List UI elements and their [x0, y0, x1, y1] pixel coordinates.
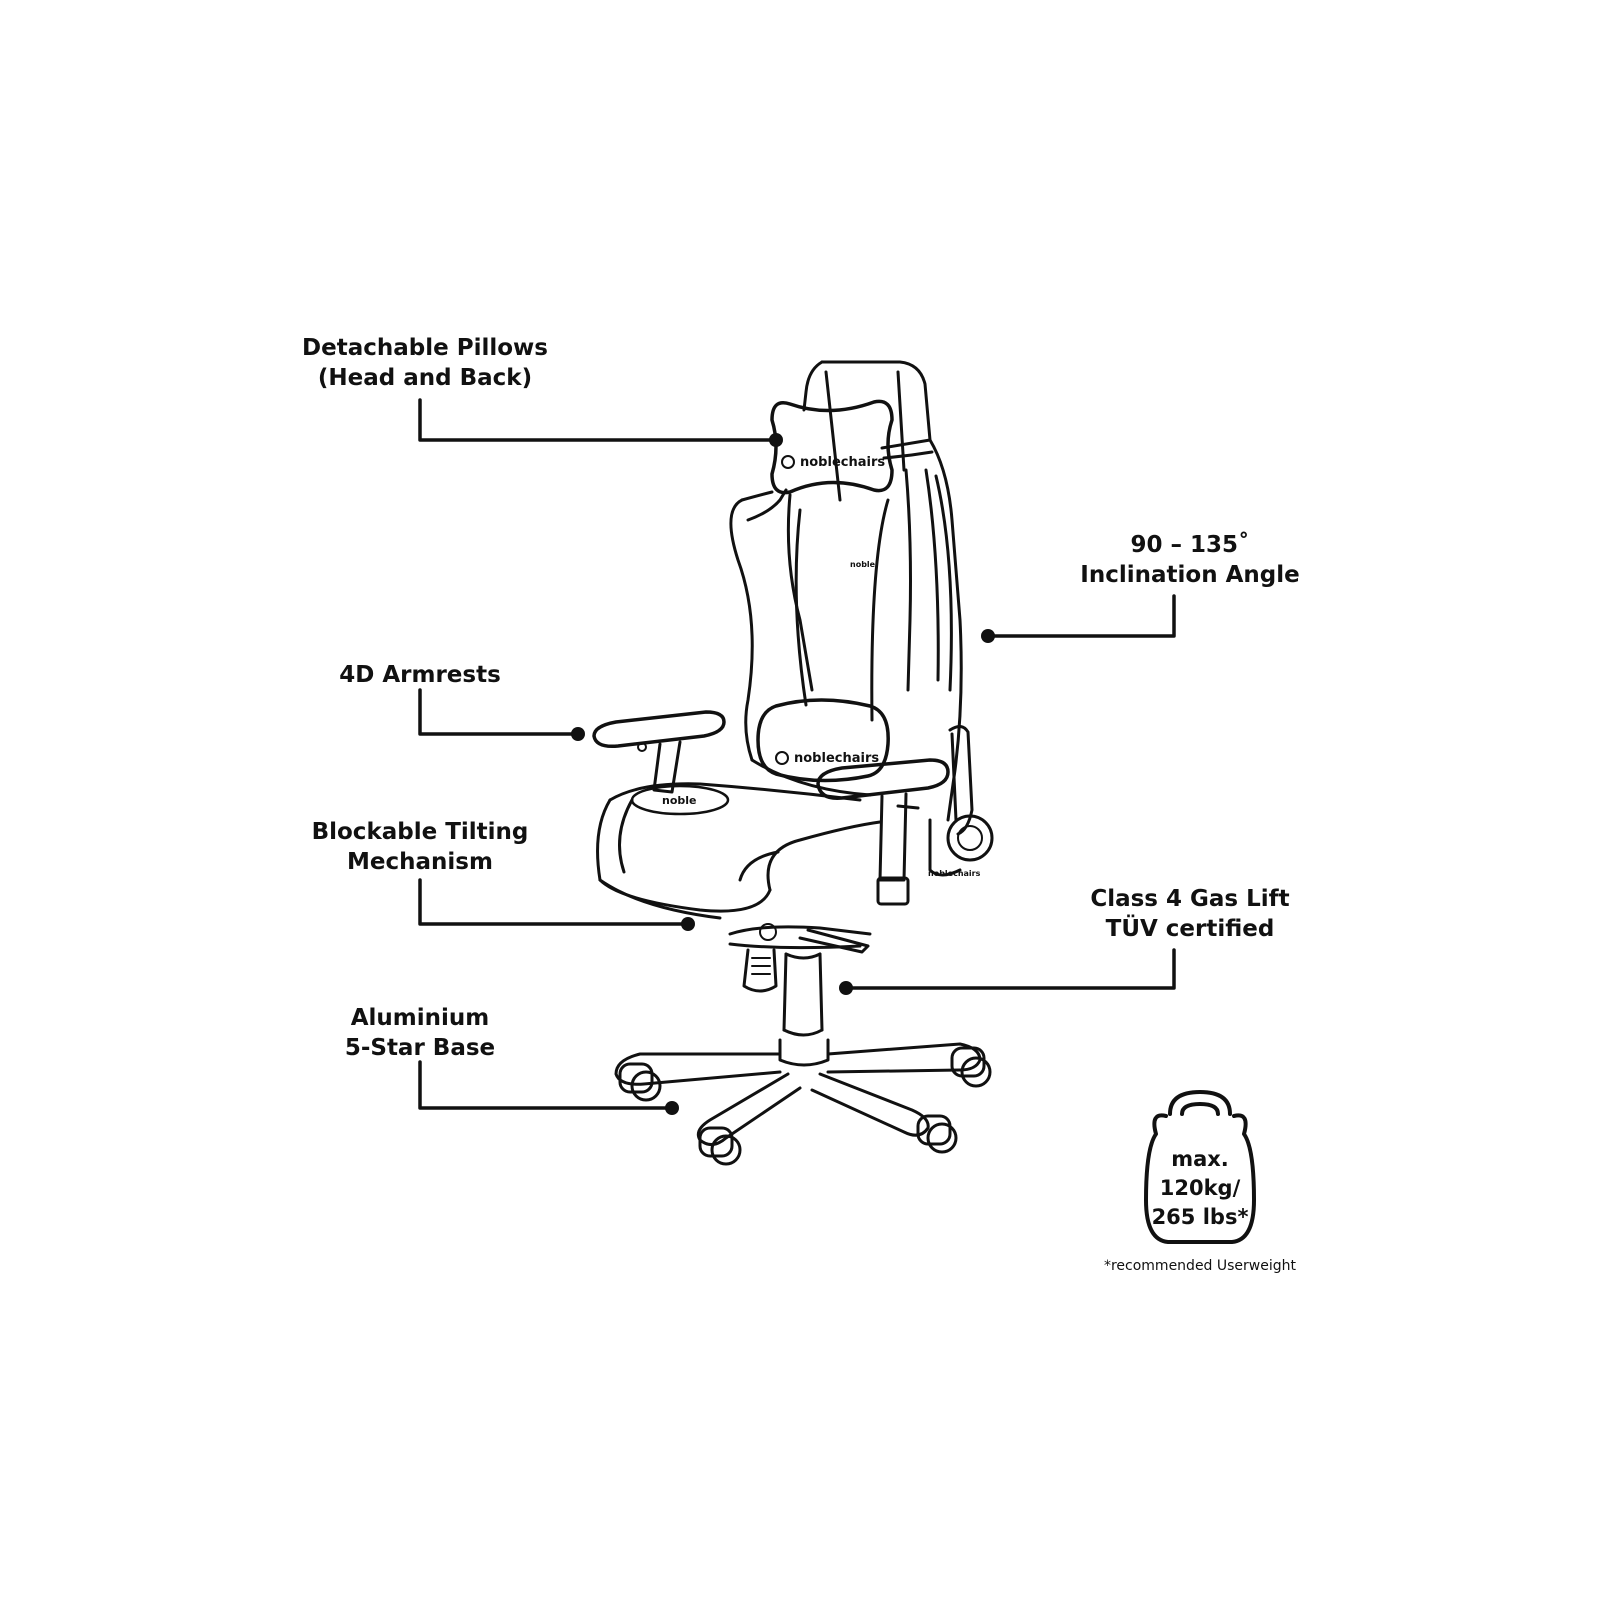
back-badge: noble — [850, 560, 876, 569]
leader-tilt — [418, 878, 688, 926]
dot-armrests — [571, 727, 585, 741]
left-armrest — [592, 710, 726, 794]
callout-line: Inclination Angle — [1080, 562, 1300, 588]
callout-inclination-angle: 90 – 135˚ Inclination Angle — [1040, 530, 1340, 590]
callout-star-base: Aluminium 5-Star Base — [320, 1003, 520, 1063]
callout-dots — [571, 433, 995, 1115]
dot-base — [665, 1101, 679, 1115]
weight-line: max. — [1171, 1147, 1229, 1171]
weight-line: 265 lbs* — [1151, 1205, 1249, 1229]
callout-line: Mechanism — [347, 849, 493, 875]
callout-leaders — [418, 398, 1176, 1110]
gas-lift — [778, 952, 830, 1067]
leader-pillows — [418, 398, 777, 442]
callout-line: Detachable Pillows — [302, 335, 548, 361]
dot-gaslift — [839, 981, 853, 995]
callout-line: 4D Armrests — [339, 662, 501, 688]
callout-detachable-pillows: Detachable Pillows (Head and Back) — [270, 333, 580, 393]
callout-tilting-mechanism: Blockable Tilting Mechanism — [290, 817, 550, 877]
callout-line: TÜV certified — [1105, 916, 1275, 942]
leader-armrests — [418, 688, 580, 736]
callout-line: 90 – 135˚ — [1130, 532, 1250, 558]
callout-line: (Head and Back) — [317, 365, 533, 391]
kettlebell-weight-icon — [1144, 1090, 1256, 1244]
callout-line: Class 4 Gas Lift — [1090, 886, 1290, 912]
callout-4d-armrests: 4D Armrests — [300, 660, 540, 690]
right-armrest — [816, 725, 994, 906]
seat-logo: noble — [662, 794, 697, 807]
weight-line: 120kg/ — [1159, 1176, 1241, 1200]
base-logo: noblechairs — [928, 869, 981, 878]
callout-line: 5-Star Base — [344, 1035, 496, 1061]
leader-incline — [986, 594, 1176, 638]
max-weight-text: max. 120kg/ 265 lbs* — [1140, 1145, 1260, 1232]
pillow-logo: noblechairs — [800, 455, 885, 470]
callout-line: Aluminium — [350, 1005, 490, 1031]
seat — [596, 782, 882, 920]
callout-line: Blockable Tilting — [311, 819, 529, 845]
dot-tilt — [681, 917, 695, 931]
lumbar-pillow — [756, 698, 890, 783]
tilt-mechanism — [728, 923, 872, 993]
leader-base — [418, 1060, 674, 1110]
callout-gas-lift: Class 4 Gas Lift TÜV certified — [1060, 884, 1320, 944]
lumbar-logo: noblechairs — [794, 751, 879, 766]
dot-incline — [981, 629, 995, 643]
leader-gaslift — [844, 948, 1176, 990]
weight-footnote: *recommended Userweight — [1103, 1258, 1297, 1274]
star-base — [614, 1042, 992, 1166]
dot-pillows — [769, 433, 783, 447]
